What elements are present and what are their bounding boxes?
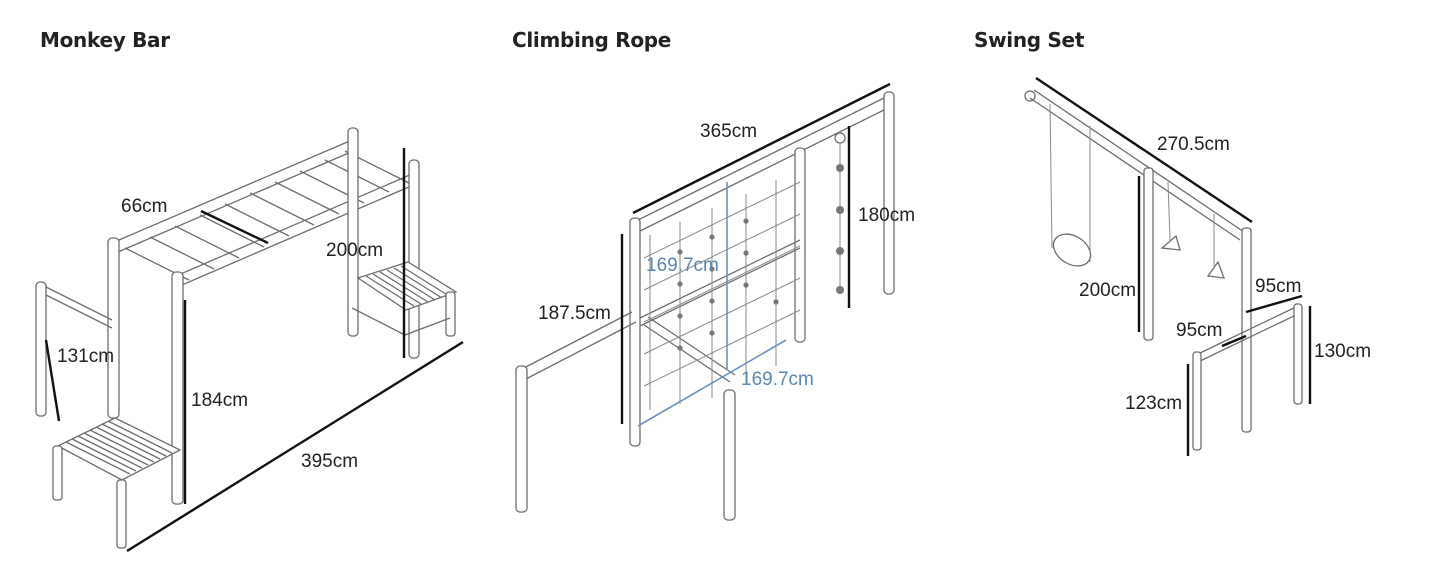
swing-post: [1143, 167, 1154, 341]
dim-label-123cm: 123cm: [1125, 393, 1182, 414]
dim-label-187-5cm: 187.5cm: [538, 303, 611, 324]
dim-line: [1035, 77, 1253, 223]
beam-end-cap: [1024, 90, 1036, 102]
dim-line: [1221, 334, 1247, 348]
swing-set-drawing: 270.5cm 200cm 95cm 95cm 130cm 123cm: [1024, 77, 1371, 456]
dim-line: [632, 82, 891, 215]
dim-label-395cm: 395cm: [301, 451, 358, 472]
ladder-rail-right: [175, 173, 419, 286]
front-leg: [515, 365, 528, 513]
post: [408, 159, 420, 359]
frame-post: [794, 147, 806, 343]
side-frame-leg: [1293, 303, 1303, 405]
swing-beam: [1029, 89, 1245, 241]
trapeze-handle: [1160, 234, 1181, 251]
monkey-bar-title: Monkey Bar: [40, 28, 170, 52]
side-post: [35, 281, 47, 417]
front-platform: [52, 417, 182, 549]
side-bar: [39, 283, 113, 329]
dim-line: [1245, 294, 1303, 314]
dim-label-net-height: 169.7cm: [646, 255, 719, 276]
dim-label-131cm: 131cm: [57, 346, 114, 367]
dim-label-365cm: 365cm: [700, 121, 757, 142]
swing-set-title: Swing Set: [974, 28, 1085, 52]
cross-bar: [643, 316, 736, 383]
swing-seat: [1052, 233, 1092, 267]
dim-line-net: [637, 339, 787, 427]
dim-label-184cm: 184cm: [191, 390, 248, 411]
dim-label-66cm: 66cm: [121, 196, 167, 217]
front-leg: [723, 389, 736, 521]
monkey-bar-drawing: 66cm 200cm 131cm 184cm 395cm: [35, 127, 464, 553]
climbing-rope-drawing: 365cm 180cm 187.5cm 169.7cm 169.7cm: [515, 82, 915, 521]
climbing-rope: [834, 132, 846, 294]
dim-label-180cm: 180cm: [858, 205, 915, 226]
side-frame-bar: [1197, 305, 1299, 363]
dim-label-95cm-mid: 95cm: [1176, 320, 1222, 341]
ladder-rail-left: [111, 139, 359, 253]
swing-chains: [1049, 103, 1215, 266]
dim-label-net-width: 169.7cm: [741, 369, 814, 390]
dim-label-200cm: 200cm: [326, 240, 383, 261]
dim-label-95cm-top: 95cm: [1255, 276, 1301, 297]
side-frame-leg: [1192, 351, 1202, 451]
dim-line: [126, 340, 464, 553]
dim-line: [200, 209, 269, 245]
top-beam: [633, 95, 893, 233]
post: [171, 271, 184, 505]
front-arm: [519, 311, 637, 381]
dim-line: [44, 339, 61, 422]
dim-label-200cm: 200cm: [1079, 280, 1136, 301]
cross-bar: [639, 239, 801, 327]
dim-label-270-5cm: 270.5cm: [1157, 134, 1230, 155]
climbing-rope-title: Climbing Rope: [512, 28, 672, 52]
post: [107, 237, 120, 419]
rear-post: [883, 91, 895, 295]
dim-label-130cm: 130cm: [1314, 341, 1371, 362]
frame-post: [629, 217, 641, 447]
trapeze-handle: [1206, 260, 1225, 279]
net-knots: [677, 218, 779, 351]
post: [347, 127, 359, 337]
